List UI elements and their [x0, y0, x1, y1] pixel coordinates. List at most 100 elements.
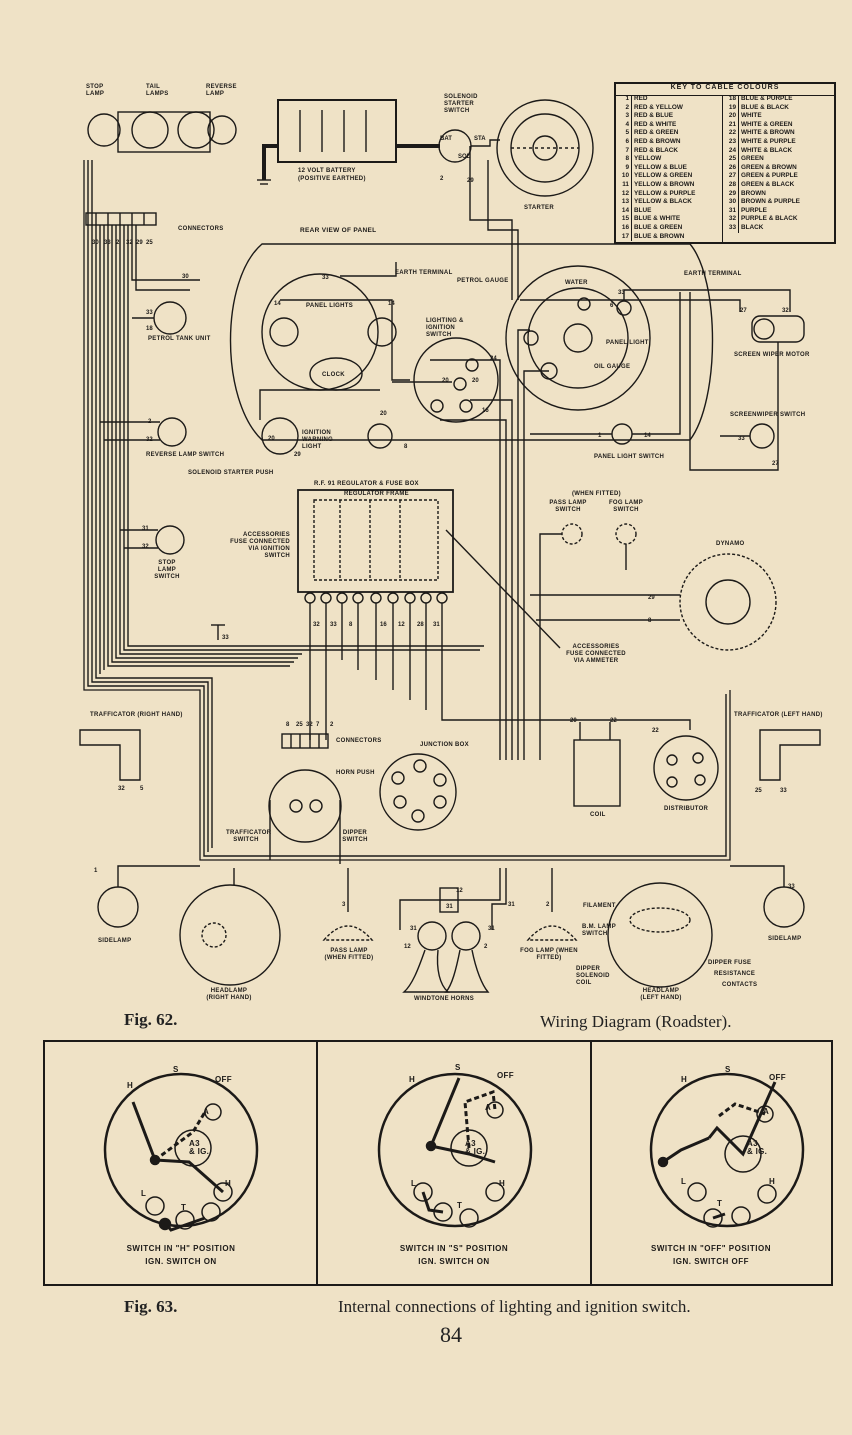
key-number: 13 — [616, 198, 632, 207]
key-number: 28 — [723, 180, 739, 190]
label-accessories-fuse-ammeter: ACCESSORIES FUSE CONNECTED VIA AMMETER — [566, 644, 626, 664]
switch-caption-1: SWITCH IN "H" POSITION IGN. SWITCH ON — [45, 1242, 317, 1268]
label-distributor: DISTRIBUTOR — [664, 806, 709, 812]
sw1-terminal-a: A — [203, 1107, 210, 1116]
key-colour: BLUE & BLACK — [741, 103, 789, 111]
key-colour: GREEN & PURPLE — [741, 172, 798, 180]
label-windtone-horns: WINDTONE HORNS — [414, 996, 475, 1002]
sw1-terminal-s: S — [173, 1065, 179, 1074]
label-fog-lamp-switch: FOG LAMP SWITCH — [608, 500, 644, 513]
svg-text:31: 31 — [433, 622, 440, 628]
key-colour: BROWN & PURPLE — [741, 198, 800, 206]
svg-text:3: 3 — [342, 902, 346, 908]
sw2-terminal-s: S — [455, 1063, 461, 1072]
label-regulator-frame: REGULATOR FRAME — [344, 491, 409, 497]
key-number: 32 — [723, 215, 739, 224]
screenwiper-switch-icon — [749, 423, 775, 449]
label-when-fitted: (WHEN FITTED) — [572, 491, 621, 497]
svg-text:33: 33 — [146, 310, 153, 316]
key-colour: WHITE & BROWN — [741, 129, 795, 137]
pass-lamp-icon — [322, 925, 374, 941]
sw1-terminal-h: H — [127, 1081, 134, 1090]
key-colour: WHITE & PURPLE — [741, 137, 796, 145]
label-reverse-lamp-switch: REVERSE LAMP SWITCH — [146, 452, 225, 458]
svg-text:30: 30 — [92, 240, 99, 246]
trafficator-left-icon — [759, 729, 821, 781]
switch-3-line2: IGN. SWITCH OFF — [673, 1257, 749, 1266]
key-colour: BLUE — [634, 206, 652, 214]
label-connectors-top: CONNECTORS — [178, 226, 224, 232]
svg-text:31: 31 — [508, 902, 515, 908]
label-ignition-warning-light: IGNITION WARNING LIGHT — [302, 430, 334, 450]
svg-text:33: 33 — [322, 275, 329, 281]
svg-text:14: 14 — [388, 301, 395, 307]
label-headlamp-left: HEADLAMP (LEFT HAND) — [640, 988, 682, 1001]
svg-text:STA: STA — [474, 136, 486, 142]
svg-text:22: 22 — [610, 718, 617, 724]
label-petrol-gauge: PETROL GAUGE — [457, 278, 509, 284]
label-dipper-fuse: DIPPER FUSE — [708, 960, 752, 966]
key-number: 22 — [723, 129, 739, 138]
svg-text:22: 22 — [652, 728, 659, 734]
switch-diagrams — [103, 1042, 805, 1284]
key-number: 25 — [723, 155, 739, 164]
key-colour: BLUE & BROWN — [634, 232, 685, 240]
svg-text:33: 33 — [738, 436, 745, 442]
stop-lamp-icon — [87, 113, 121, 147]
svg-text:25: 25 — [755, 788, 762, 794]
switch-2-line2: IGN. SWITCH ON — [418, 1257, 490, 1266]
key-colour: RED — [634, 95, 648, 102]
key-colour: RED & WHITE — [634, 120, 677, 128]
switch-positions-figure: H S OFF A A3 & IG. L T H H S OFF A A3 & … — [43, 1040, 833, 1286]
key-colour: PURPLE & BLACK — [741, 215, 798, 223]
label-sidelamp-left: SIDELAMP — [98, 938, 132, 944]
key-number: 16 — [616, 223, 632, 233]
label-battery: 12 VOLT BATTERY — [298, 168, 356, 174]
key-colour: GREEN & BROWN — [741, 163, 797, 171]
label-connectors-mid: CONNECTORS — [336, 738, 382, 744]
svg-text:32: 32 — [306, 722, 313, 728]
key-number: 5 — [616, 129, 632, 138]
key-colour: WHITE & BLACK — [741, 146, 793, 154]
label-pass-lamp: PASS LAMP (WHEN FITTED) — [324, 948, 374, 961]
trafficator-switch-icon — [268, 769, 342, 843]
sw2-terminal-h: H — [409, 1075, 416, 1084]
panel-light-switch-icon — [611, 423, 633, 445]
svg-text:1: 1 — [94, 868, 98, 874]
key-colour: GREEN & BLACK — [741, 180, 795, 188]
switch-panel-3: SWITCH IN "OFF" POSITION IGN. SWITCH OFF — [591, 1042, 831, 1284]
svg-text:33: 33 — [222, 635, 229, 641]
key-number: 6 — [616, 137, 632, 147]
label-reverse-lamp: REVERSE LAMP — [206, 84, 237, 97]
switch-1-line2: IGN. SWITCH ON — [145, 1257, 217, 1266]
page-number: 84 — [440, 1322, 462, 1347]
svg-text:24: 24 — [490, 356, 497, 362]
switch-caption-2: SWITCH IN "S" POSITION IGN. SWITCH ON — [317, 1242, 591, 1268]
key-number: 19 — [723, 103, 739, 113]
sw3-terminal-ig: & IG. — [747, 1147, 768, 1156]
switch-1-line1: SWITCH IN "H" POSITION — [126, 1244, 236, 1253]
fig62-label: Fig. 62. — [124, 1010, 178, 1029]
svg-text:29: 29 — [648, 595, 655, 601]
label-battery-sub: (POSITIVE EARTHED) — [298, 176, 366, 182]
label-coil: COIL — [590, 812, 606, 818]
svg-text:27: 27 — [772, 461, 779, 467]
key-colour: RED & BROWN — [634, 137, 681, 145]
key-colour: GREEN — [741, 155, 764, 163]
svg-text:SOL: SOL — [458, 154, 471, 160]
label-regulator-fuse-box: R.F. 91 REGULATOR & FUSE BOX — [314, 481, 419, 487]
svg-text:14: 14 — [274, 301, 281, 307]
key-number: 17 — [616, 232, 632, 242]
label-screenwiper-switch: SCREENWIPER SWITCH — [730, 412, 806, 418]
svg-text:7: 7 — [316, 722, 320, 728]
